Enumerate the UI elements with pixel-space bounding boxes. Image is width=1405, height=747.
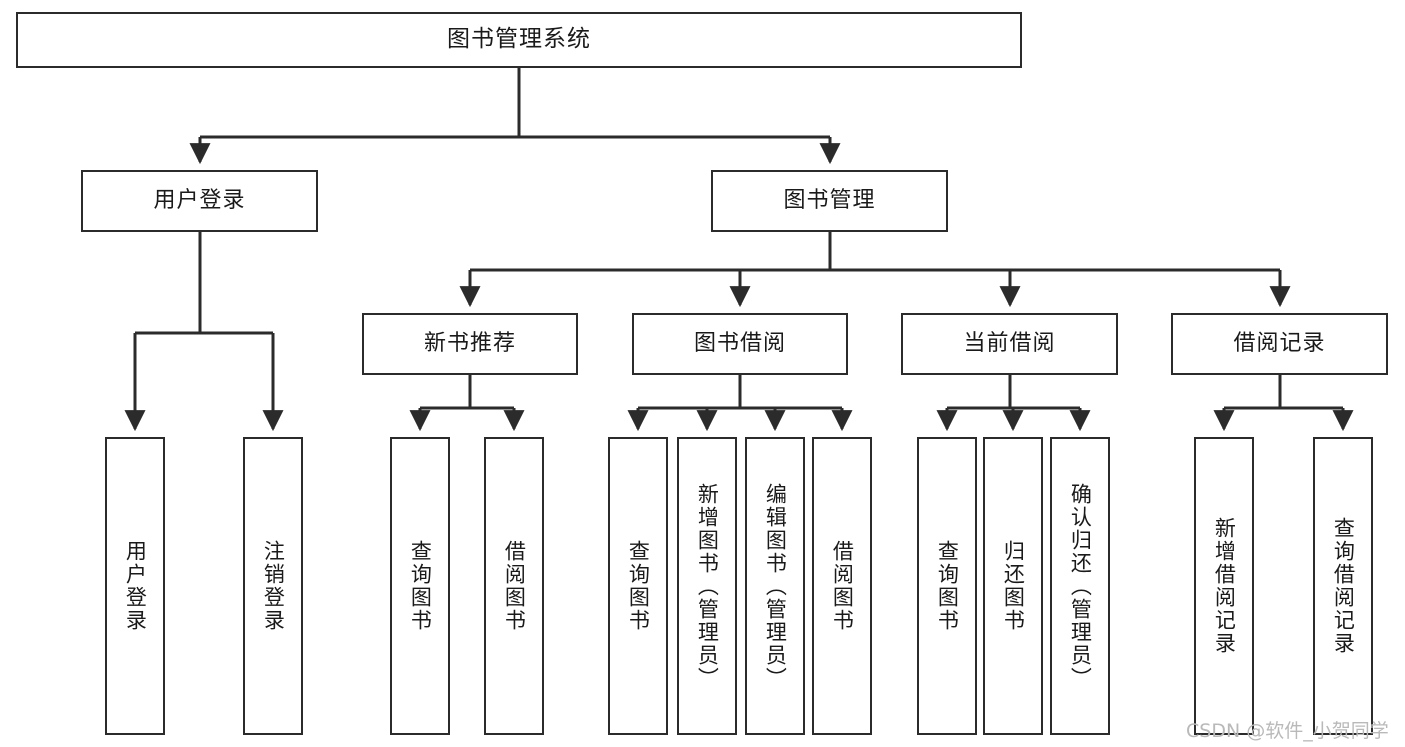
node-new-book-rec[interactable]: 新书推荐 [362, 313, 578, 375]
node-leaf-query-book-1-label: 查询图书 [408, 540, 433, 632]
node-root[interactable]: 图书管理系统 [16, 12, 1022, 68]
node-leaf-borrow-book-1-label: 借阅图书 [502, 540, 527, 632]
node-leaf-query-record-label: 查询借阅记录 [1331, 517, 1356, 655]
node-current-borrow-label: 当前借阅 [963, 331, 1056, 357]
node-leaf-query-book-3-label: 查询图书 [935, 540, 960, 632]
node-leaf-edit-book[interactable]: 编辑图书（管理员） [745, 437, 805, 735]
node-root-label: 图书管理系统 [447, 26, 591, 53]
node-leaf-user-logout-label: 注销登录 [261, 540, 286, 632]
node-leaf-query-record[interactable]: 查询借阅记录 [1313, 437, 1373, 735]
node-leaf-query-book-1[interactable]: 查询图书 [390, 437, 450, 735]
node-leaf-add-book-label: 新增图书（管理员） [695, 482, 720, 690]
node-book-borrow[interactable]: 图书借阅 [632, 313, 848, 375]
node-leaf-confirm-return[interactable]: 确认归还（管理员） [1050, 437, 1110, 735]
node-leaf-user-login[interactable]: 用户登录 [105, 437, 165, 735]
node-leaf-user-logout[interactable]: 注销登录 [243, 437, 303, 735]
node-leaf-confirm-return-label: 确认归还（管理员） [1068, 482, 1093, 690]
node-leaf-borrow-book-2[interactable]: 借阅图书 [812, 437, 872, 735]
node-leaf-user-login-label: 用户登录 [123, 540, 148, 632]
node-leaf-add-record-label: 新增借阅记录 [1212, 517, 1237, 655]
node-user-login-label: 用户登录 [153, 188, 246, 214]
node-new-book-rec-label: 新书推荐 [423, 331, 516, 357]
node-borrow-record[interactable]: 借阅记录 [1171, 313, 1388, 375]
node-book-borrow-label: 图书借阅 [693, 331, 786, 357]
node-book-manage[interactable]: 图书管理 [711, 170, 948, 232]
node-leaf-query-book-2-label: 查询图书 [626, 540, 651, 632]
node-leaf-borrow-book-1[interactable]: 借阅图书 [484, 437, 544, 735]
node-leaf-add-record[interactable]: 新增借阅记录 [1194, 437, 1254, 735]
node-leaf-edit-book-label: 编辑图书（管理员） [763, 482, 788, 690]
node-leaf-borrow-book-2-label: 借阅图书 [830, 540, 855, 632]
node-leaf-return-book-label: 归还图书 [1001, 540, 1026, 632]
node-current-borrow[interactable]: 当前借阅 [901, 313, 1118, 375]
node-leaf-return-book[interactable]: 归还图书 [983, 437, 1043, 735]
node-user-login[interactable]: 用户登录 [81, 170, 318, 232]
node-leaf-add-book[interactable]: 新增图书（管理员） [677, 437, 737, 735]
node-leaf-query-book-3[interactable]: 查询图书 [917, 437, 977, 735]
node-borrow-record-label: 借阅记录 [1233, 331, 1326, 357]
watermark: CSDN @软件_小贺同学 [1186, 720, 1389, 742]
node-book-manage-label: 图书管理 [783, 188, 876, 214]
node-leaf-query-book-2[interactable]: 查询图书 [608, 437, 668, 735]
